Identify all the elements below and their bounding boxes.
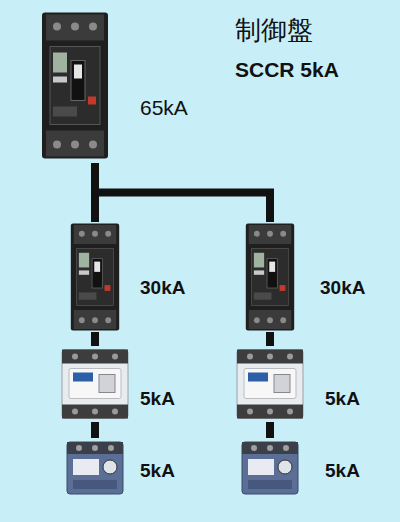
device-picture bbox=[59, 346, 131, 422]
overload-relay: 5kA bbox=[64, 438, 189, 498]
power-wire bbox=[95, 163, 270, 222]
power-wire bbox=[91, 422, 99, 438]
rating-note: SCCR 5kA bbox=[235, 58, 339, 82]
branch-breaker: 30kA bbox=[230, 222, 380, 332]
rating-label: 65kA bbox=[140, 96, 188, 120]
power-wire bbox=[266, 332, 274, 346]
overload-relay: 5kA bbox=[239, 438, 374, 498]
contactor: 5kA bbox=[234, 346, 374, 422]
main-breaker: 65kA bbox=[40, 8, 210, 163]
power-wire bbox=[266, 422, 274, 438]
rating-label: 30kA bbox=[320, 277, 365, 299]
device-picture bbox=[55, 222, 135, 332]
device-picture bbox=[64, 438, 126, 498]
device-picture bbox=[230, 222, 310, 332]
power-wire bbox=[91, 332, 99, 346]
contactor: 5kA bbox=[59, 346, 189, 422]
rating-label: 5kA bbox=[325, 460, 360, 482]
rating-label: 5kA bbox=[325, 388, 360, 410]
rating-label: 5kA bbox=[140, 460, 175, 482]
rating-label: 5kA bbox=[140, 388, 175, 410]
device-picture bbox=[234, 346, 306, 422]
branch-breaker: 30kA bbox=[55, 222, 190, 332]
rating-label: 30kA bbox=[140, 277, 185, 299]
panel-title: 制御盤 bbox=[235, 16, 313, 46]
device-picture bbox=[239, 438, 301, 498]
device-picture bbox=[40, 8, 110, 163]
